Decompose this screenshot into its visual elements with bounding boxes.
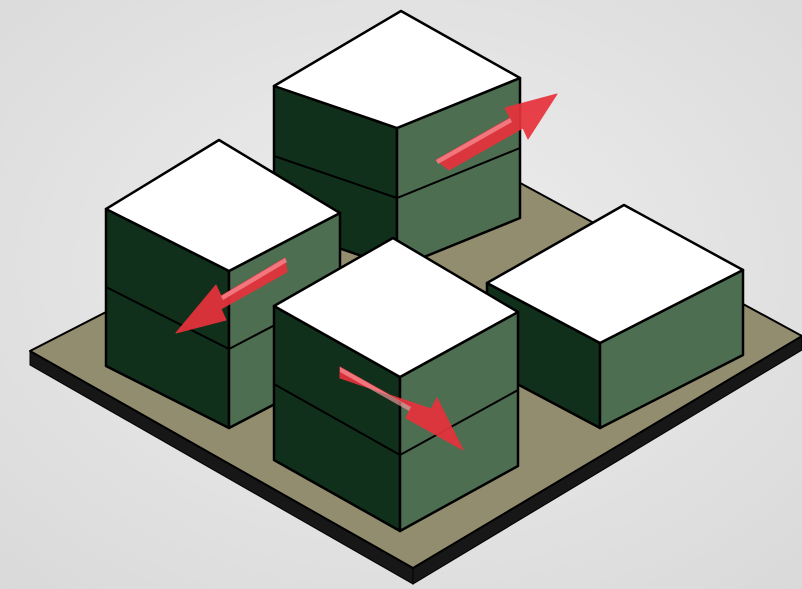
arrow-up-right bbox=[435, 93, 558, 171]
box-back bbox=[272, 9, 522, 270]
box-front-top-face bbox=[272, 236, 520, 379]
box-left-top-face bbox=[104, 138, 342, 273]
box-back-tier-line bbox=[273, 147, 521, 200]
box-right-top-face bbox=[485, 203, 745, 345]
box-front-tier-line bbox=[273, 383, 519, 457]
arrow-down-right bbox=[339, 366, 464, 451]
arrow-down-left bbox=[175, 257, 288, 334]
box-back-top-face bbox=[272, 9, 522, 130]
box-front bbox=[272, 236, 520, 533]
